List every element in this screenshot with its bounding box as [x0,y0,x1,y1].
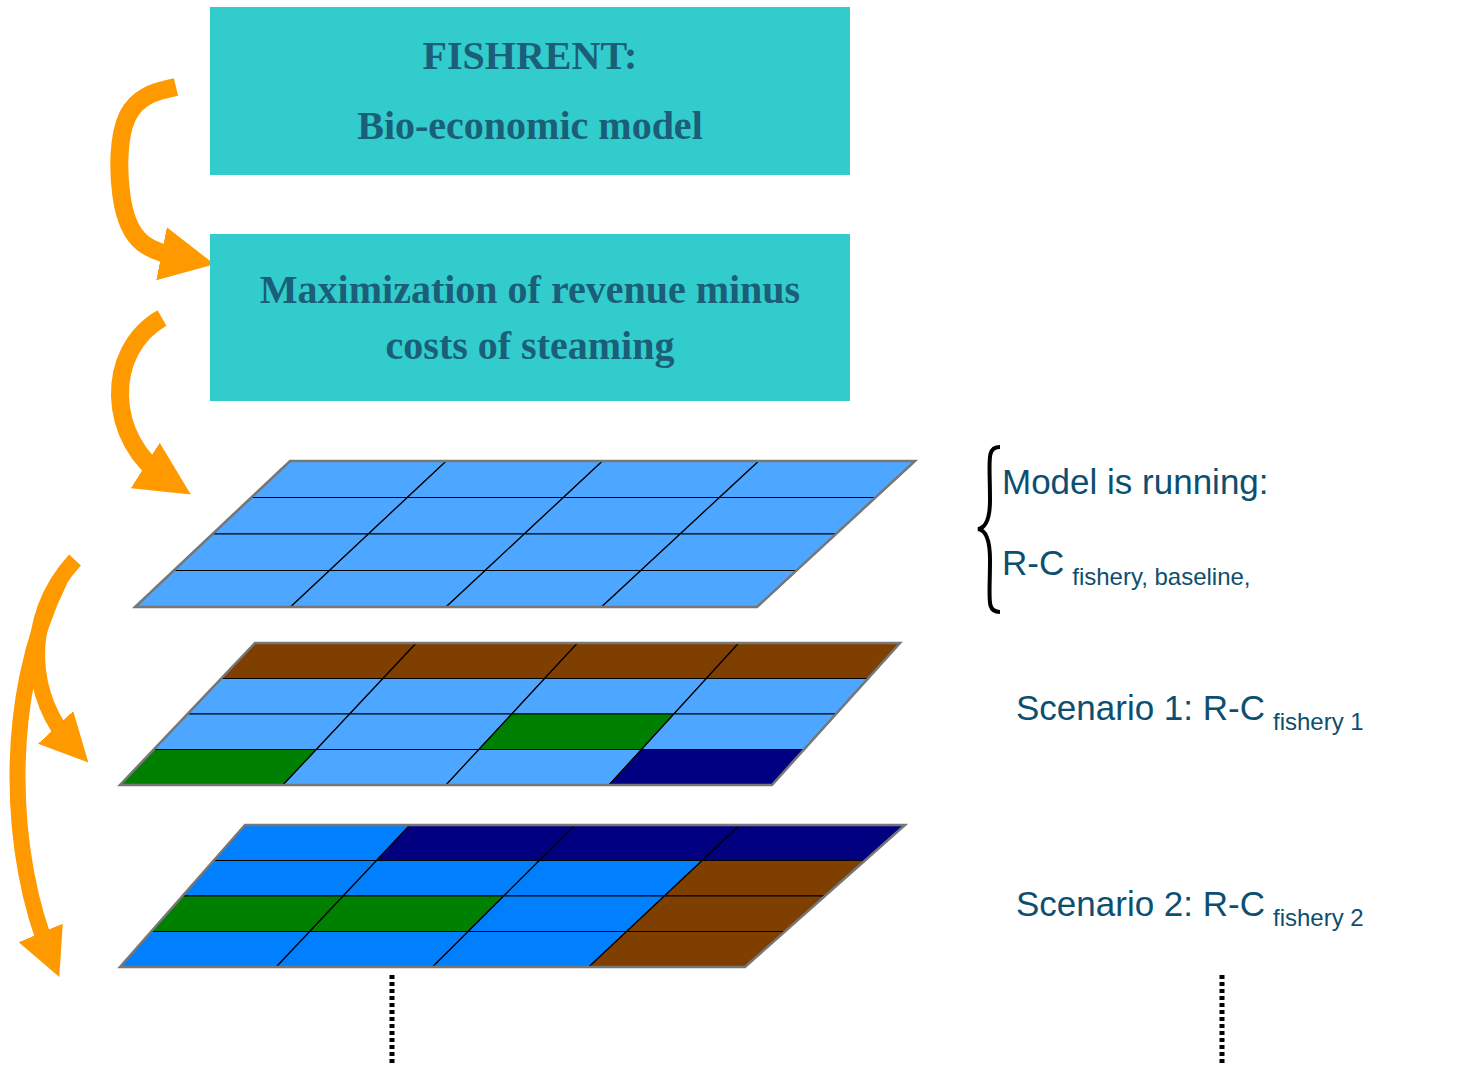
grid-cell [283,750,479,786]
grid-cell [383,643,578,679]
grid-outline [135,461,915,607]
grid-cell [446,750,641,786]
grid-cell [316,714,511,750]
process-box: Maximization of revenue minus costs of s… [210,234,850,401]
label-text: R-C [1002,543,1064,582]
scenario-label: Model is running: [1002,462,1269,502]
box-text: Bio-economic model [357,98,703,154]
scenario-label: Scenario 2: R-Cfishery 2 [1016,884,1364,924]
grid-cell [512,679,707,715]
grid-cell [702,825,905,861]
dotted-line [390,975,395,1065]
scenario-label: R-Cfishery, baseline, [1002,543,1251,583]
grid-cell [609,750,804,786]
grid-cell [641,534,836,571]
orange-arrow [120,318,168,480]
grid-cell [545,643,739,679]
grid-cell [589,932,785,968]
grid-layers [120,461,915,967]
process-box: FISHRENT: Bio-economic model [210,7,850,175]
grid-outline [120,825,905,967]
grid-cell [664,861,865,897]
orange-arrow [18,580,61,955]
grid-cell [627,896,825,932]
box-text: Maximization of revenue minus costs of s… [226,262,834,374]
curly-bracket [978,447,1000,612]
grid-cell [674,679,868,715]
grid-cell [641,714,836,750]
scenario-label: Scenario 1: R-Cfishery 1 [1016,688,1364,728]
label-text: Model is running: [1002,462,1269,501]
box-text: FISHRENT: [423,28,638,84]
grid-cell [680,498,875,535]
label-text: Scenario 2: R-C [1016,884,1265,923]
grid-cell [719,461,915,498]
grid-cell [602,571,797,608]
grid-cell [214,825,410,861]
subscript-text: fishery 1 [1273,708,1364,735]
subscript-text: fishery, baseline, [1072,563,1250,590]
grid-cell [479,714,674,750]
label-text: Scenario 1: R-C [1016,688,1265,727]
grid-cell [350,679,545,715]
subscript-text: fishery 2 [1273,904,1364,931]
grid-outline [120,643,900,785]
dotted-line [1220,975,1225,1065]
orange-arrow [119,87,188,259]
grid-cell [706,643,900,679]
